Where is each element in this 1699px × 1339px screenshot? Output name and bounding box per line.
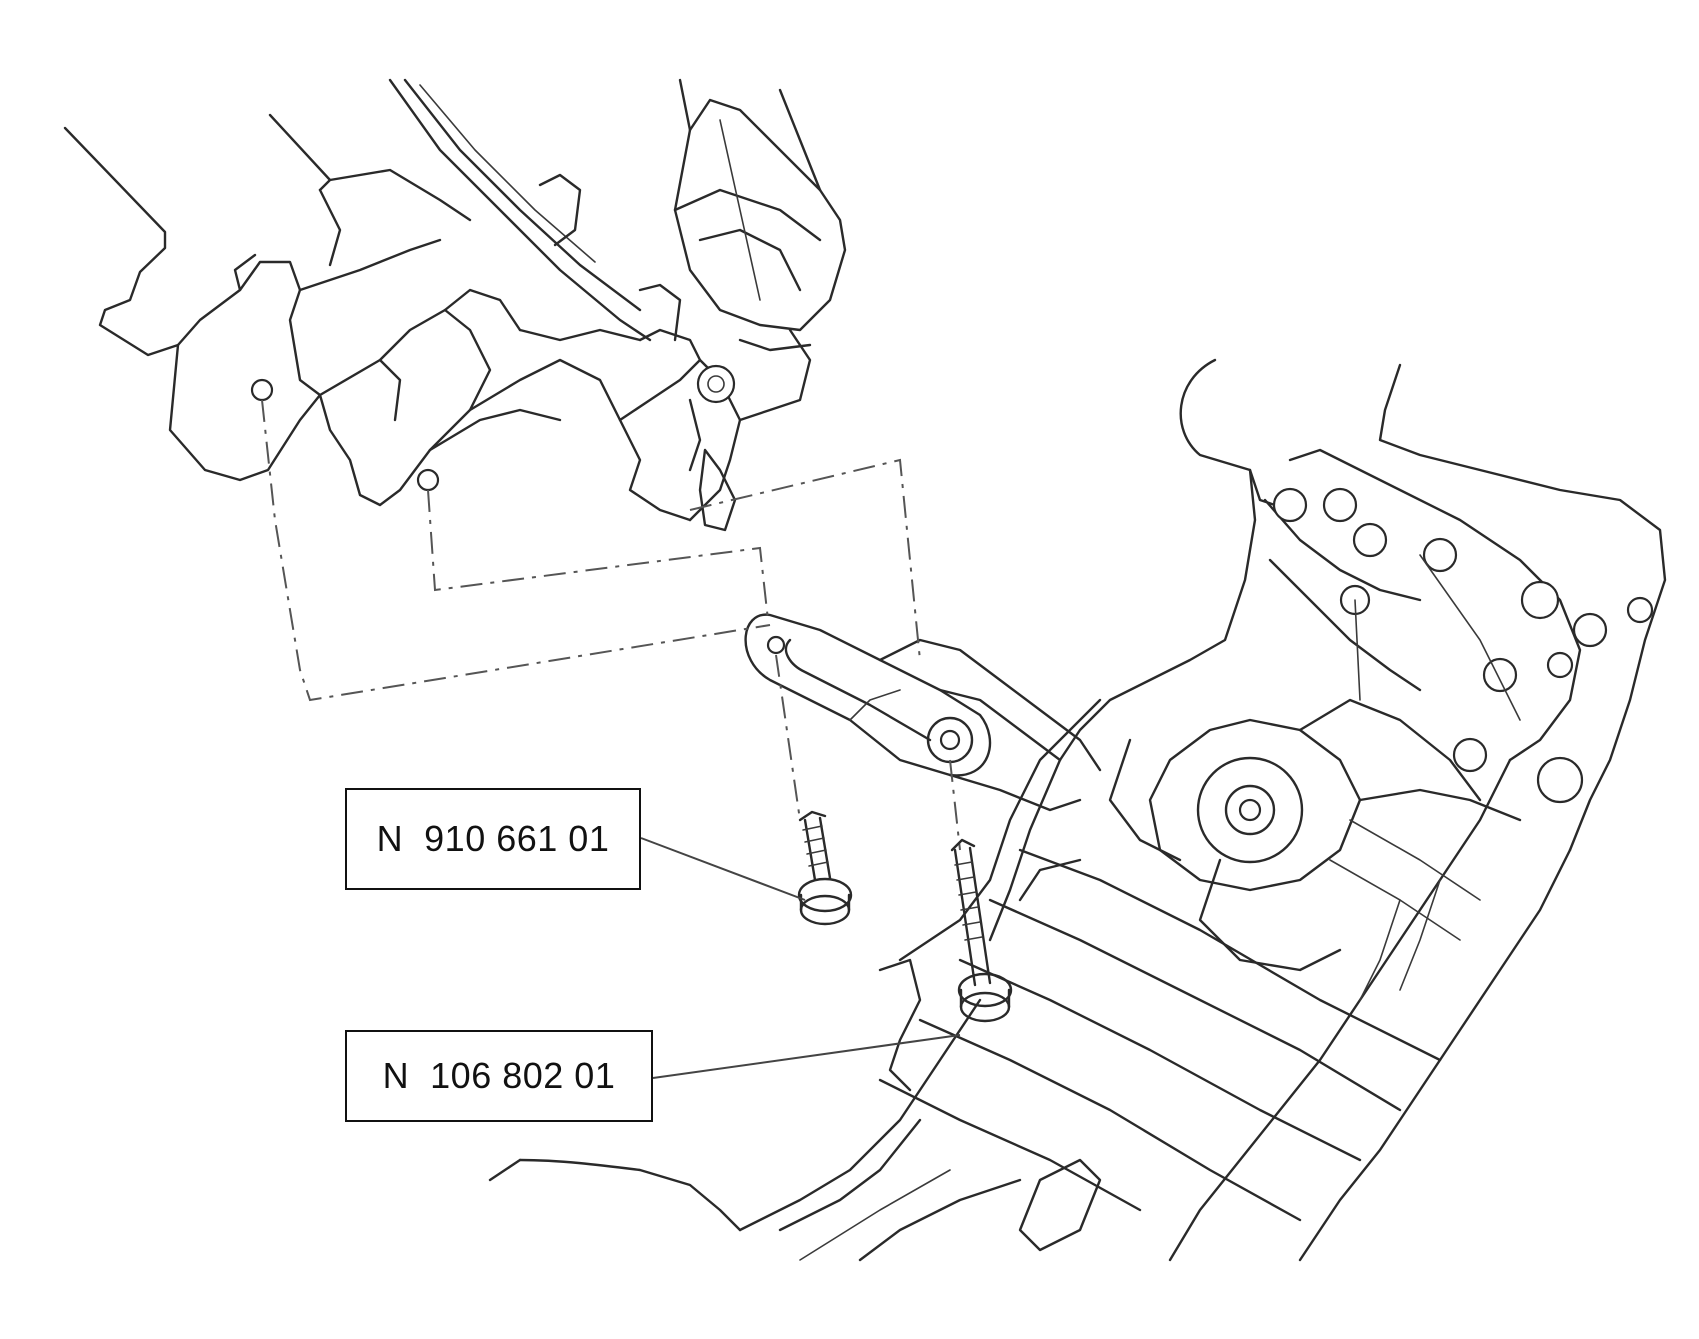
mounting-bracket	[744, 613, 1102, 812]
part-number-text-1: N 910 661 01	[376, 818, 610, 859]
lower-subframe-component	[488, 358, 1667, 1262]
leader-line-2	[652, 1034, 961, 1079]
leader-line-1	[640, 837, 806, 901]
bolt-long	[950, 838, 1013, 1023]
part-number-label-2: N 106 802 01	[345, 1030, 653, 1122]
assembly-guide-lines	[261, 399, 961, 851]
part-number-text-2: N 106 802 01	[382, 1055, 616, 1096]
bolt-short	[797, 810, 853, 926]
part-number-label-1: N 910 661 01	[345, 788, 641, 890]
upper-housing-component	[63, 78, 847, 532]
